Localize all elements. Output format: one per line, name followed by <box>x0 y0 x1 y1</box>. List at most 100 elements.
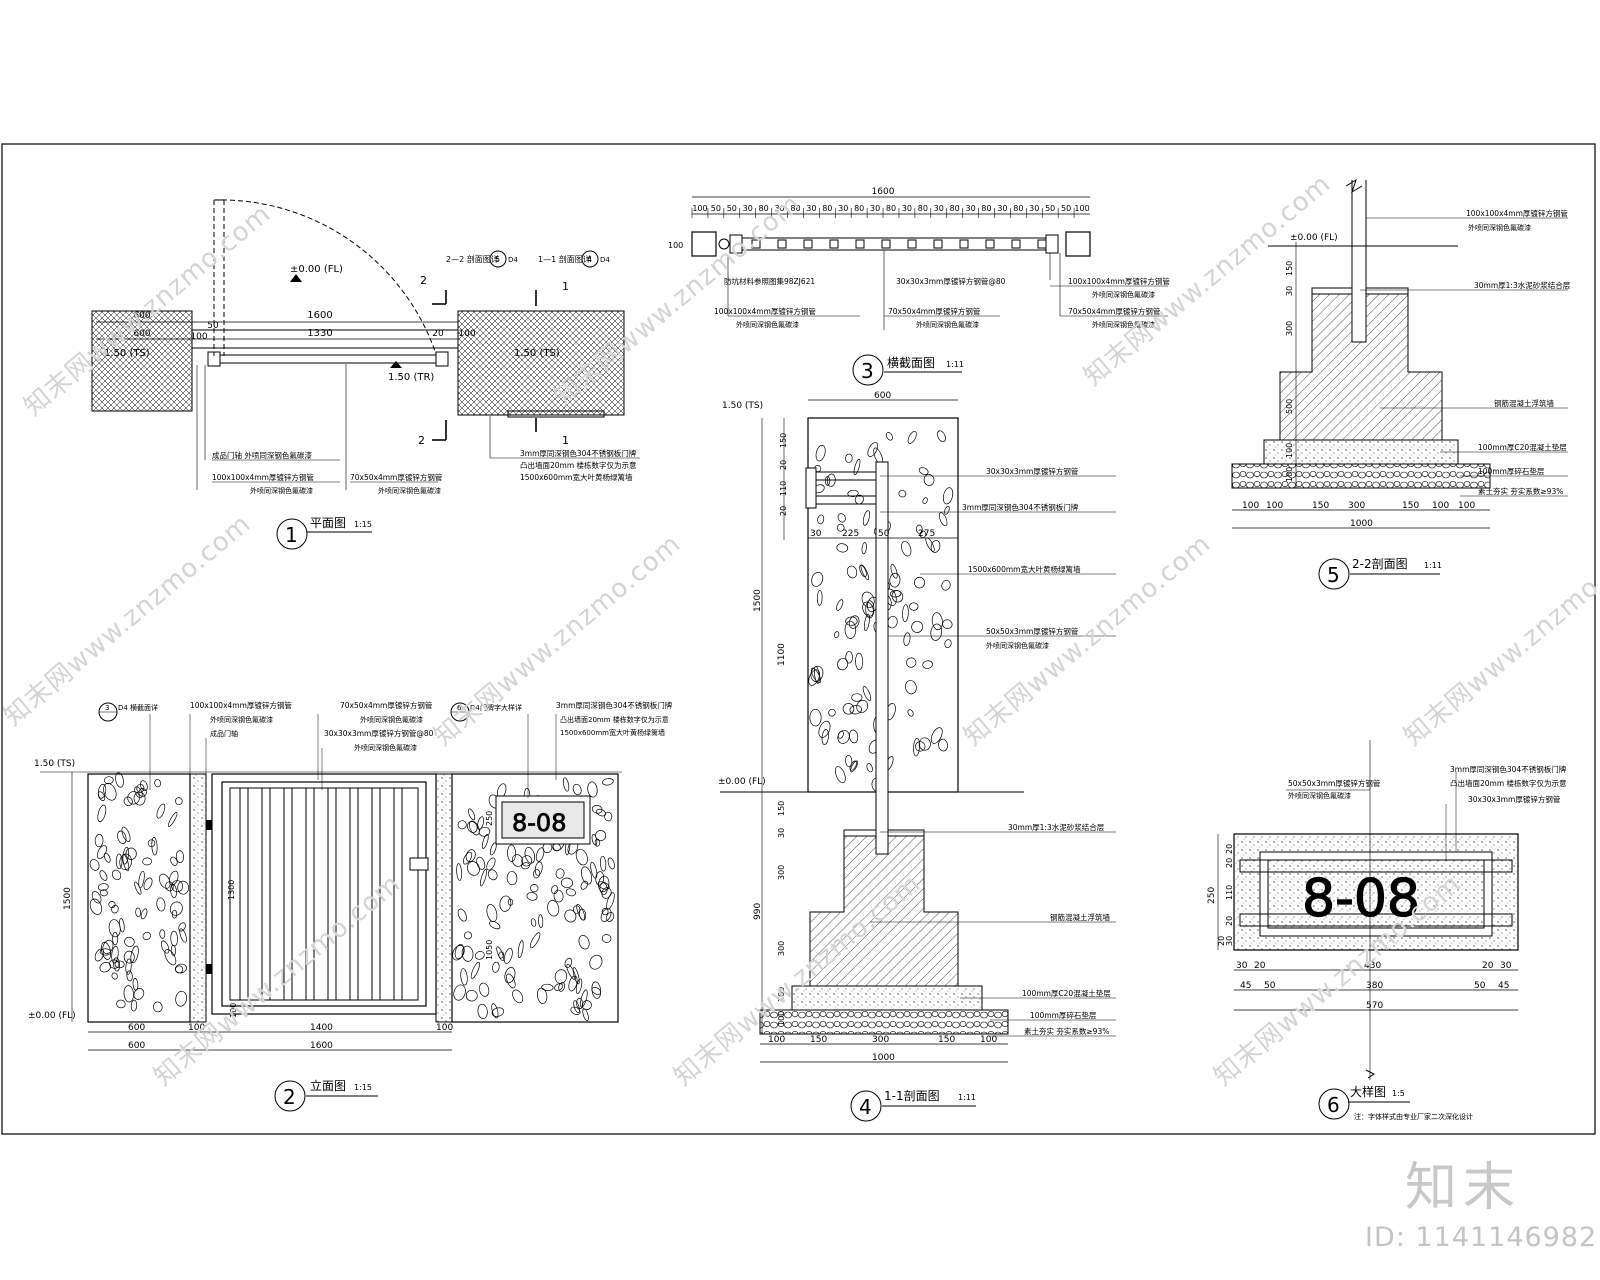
texture-blob <box>570 1006 581 1015</box>
view-2-number-circle <box>274 1080 306 1112</box>
drawing-frame <box>1 143 1596 1135</box>
elev-bd-total-gate: 1600 <box>310 1041 333 1051</box>
texture-blob <box>842 703 855 715</box>
plan-tr-level: 1.50 (TR) <box>388 372 434 383</box>
view-3-title: 横截面图 <box>887 356 935 370</box>
texture-blob <box>913 737 920 757</box>
texture-blob <box>848 615 860 629</box>
sec3-dim-12: 80 <box>886 204 896 213</box>
texture-blob <box>867 442 879 457</box>
sec3-bar <box>829 239 839 249</box>
texture-blob <box>553 889 564 903</box>
sec3-note-4: 70x50x4mm厚镀锌方钢管 <box>888 306 981 316</box>
texture-blob <box>861 542 867 555</box>
view-6-number: 6 <box>1327 1093 1340 1117</box>
plan-note-1: 100x100x4mm厚镀锌方钢管 <box>212 472 314 482</box>
elev-left-pier <box>87 773 191 1023</box>
texture-blob <box>604 811 613 822</box>
sec3-dim-8: 80 <box>822 204 832 213</box>
sec11-bd-2: 300 <box>872 1035 889 1045</box>
texture-blob <box>151 837 158 856</box>
texture-blob <box>133 988 145 1000</box>
texture-blob <box>837 730 844 739</box>
texture-blob <box>573 1000 580 1014</box>
sec3-bar <box>751 239 761 249</box>
texture-blob <box>121 826 131 842</box>
texture-blob <box>489 920 501 930</box>
sec3-bar <box>907 239 917 249</box>
detail-dhm-4: 45 <box>1498 981 1509 991</box>
texture-blob <box>560 877 574 889</box>
plan-dim-inner: 1330 <box>307 328 332 339</box>
texture-blob <box>530 918 537 927</box>
detail-dht-3: 20 <box>1482 961 1494 971</box>
texture-blob <box>115 853 123 870</box>
texture-blob <box>572 967 580 985</box>
detail-dhm-1: 50 <box>1264 981 1276 991</box>
texture-blob <box>564 909 577 923</box>
sec3-note-9: 外喷同深钢色氟碳漆 <box>1092 320 1155 329</box>
texture-blob <box>580 989 588 1008</box>
texture-blob <box>109 959 120 969</box>
texture-blob <box>103 852 111 863</box>
elev-right-strip <box>435 773 453 1023</box>
texture-blob <box>134 786 143 799</box>
sec11-ts: 1.50 (TS) <box>722 401 763 411</box>
detail-dht-2: 430 <box>1364 961 1381 971</box>
texture-blob <box>601 934 612 943</box>
texture-blob <box>457 820 467 830</box>
sec11-note-2: 1500x600mm宽大叶黄杨绿篱墙 <box>968 564 1081 574</box>
detail-dv-0: 20 <box>1225 844 1234 854</box>
texture-blob <box>930 540 941 553</box>
texture-blob <box>535 847 545 862</box>
texture-blob <box>170 856 178 866</box>
view-2-title: 立面图 <box>310 1078 346 1093</box>
plan-dim-100a: 100 <box>190 332 207 342</box>
texture-blob <box>595 830 607 842</box>
texture-blob <box>942 619 953 629</box>
texture-blob <box>845 651 853 664</box>
elev-gate-bar <box>349 787 359 1001</box>
view-4-number: 4 <box>859 1095 872 1119</box>
plan-note-6: 凸出墙面20mm 楼栋数字仅为示意 <box>520 460 637 470</box>
elev-ref-6-sheet: D4 <box>470 704 480 712</box>
sec3-note-0: 防坑材料参照图集98ZJ621 <box>724 276 815 286</box>
texture-blob <box>177 880 189 895</box>
texture-blob <box>468 820 480 836</box>
sec22-note-1: 外喷同深钢色氟碳漆 <box>1468 223 1531 232</box>
elev-height: 1500 <box>63 887 73 910</box>
elev-ts: 1.50 (TS) <box>34 759 75 769</box>
sec3-dim-1: 50 <box>711 204 721 213</box>
texture-blob <box>517 940 524 958</box>
texture-blob <box>511 854 524 867</box>
sec11-dv-8: 300 <box>777 865 786 880</box>
elev-note-4: 外喷同深钢色氟碳漆 <box>360 715 423 724</box>
elev-ref-3-text: 横截面详 <box>130 703 158 712</box>
sec22-note-3: 钢筋混凝土浮筑墙 <box>1494 398 1554 408</box>
texture-blob <box>861 591 875 608</box>
texture-blob <box>889 572 901 588</box>
sec11-note-9: 素土夯实 夯实系数≥93% <box>1024 1026 1109 1036</box>
elev-bd-g1: 100 <box>188 1023 205 1033</box>
texture-blob <box>836 543 849 553</box>
texture-blob <box>606 892 615 910</box>
sec22-dv-5: 100 <box>1285 467 1294 482</box>
texture-blob <box>119 918 125 933</box>
texture-blob <box>862 510 870 526</box>
sec22-dv-4: 100 <box>1285 443 1294 458</box>
texture-blob <box>856 699 869 713</box>
texture-blob <box>167 812 178 827</box>
section-2-2-view: ±0.00 (FL) 150 30 300 500 100 100 100 10… <box>1231 178 1571 590</box>
texture-blob <box>474 951 485 960</box>
sec3-dim-16: 80 <box>950 204 960 213</box>
view-5-number: 5 <box>1327 563 1340 587</box>
plan-cut-2-2-ref: 2—2 剖面图详 <box>446 254 499 264</box>
sec3-right-post <box>1065 231 1091 257</box>
texture-blob <box>156 897 166 912</box>
sec3-note-6: 100x100x4mm厚镀锌方钢管 <box>1068 276 1170 286</box>
elev-gate-bar <box>393 787 403 1001</box>
elev-plate-dim-b: 1050 <box>485 940 494 960</box>
plan-cut-sheet-a: D4 <box>508 256 518 264</box>
elev-gate-bar <box>239 787 249 1001</box>
